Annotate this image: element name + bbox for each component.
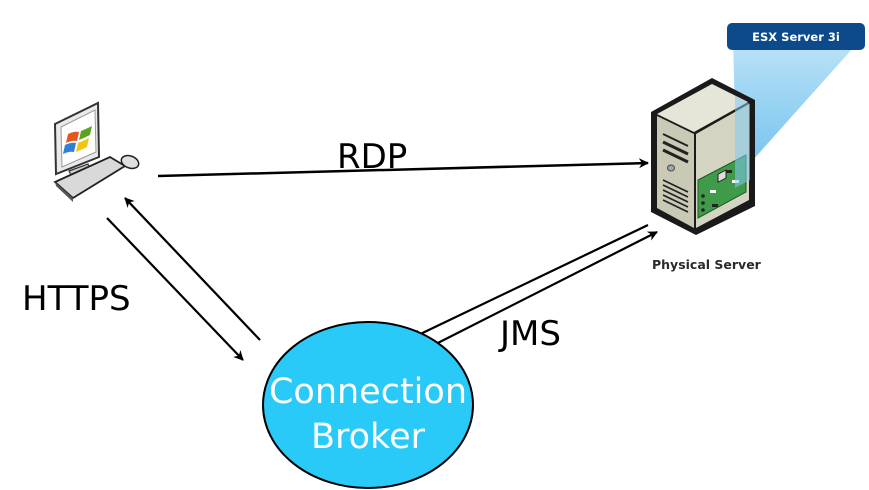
esx-badge-label: ESX Server 3i (752, 30, 840, 44)
rdp-arrow (157, 158, 649, 178)
windows-logo-icon (63, 126, 92, 154)
connection-broker-node: Connection Broker (262, 321, 474, 489)
windows-pc-icon (53, 101, 140, 202)
rdp-label: RDP (337, 137, 407, 177)
jms-label: JMS (498, 314, 561, 354)
jms-arrow-to-server (419, 231, 658, 353)
broker-label-line2: Broker (311, 417, 426, 457)
edge-rdp: RDP (157, 137, 649, 178)
https-arrow-to-client (124, 197, 261, 341)
esx-server-badge: ESX Server 3i (727, 23, 865, 50)
hypervisor-beam (733, 38, 862, 180)
physical-server-caption: Physical Server (652, 257, 762, 272)
edge-jms: JMS (411, 224, 658, 354)
https-label: HTTPS (22, 279, 131, 319)
jms-arrow-to-broker (411, 224, 649, 339)
broker-label-line1: Connection (269, 372, 467, 412)
broker-ellipse (262, 321, 474, 489)
https-arrow-to-broker (106, 217, 244, 361)
edge-https: HTTPS (22, 197, 261, 361)
physical-server-icon (651, 78, 755, 235)
motherboard-icon (697, 154, 747, 219)
